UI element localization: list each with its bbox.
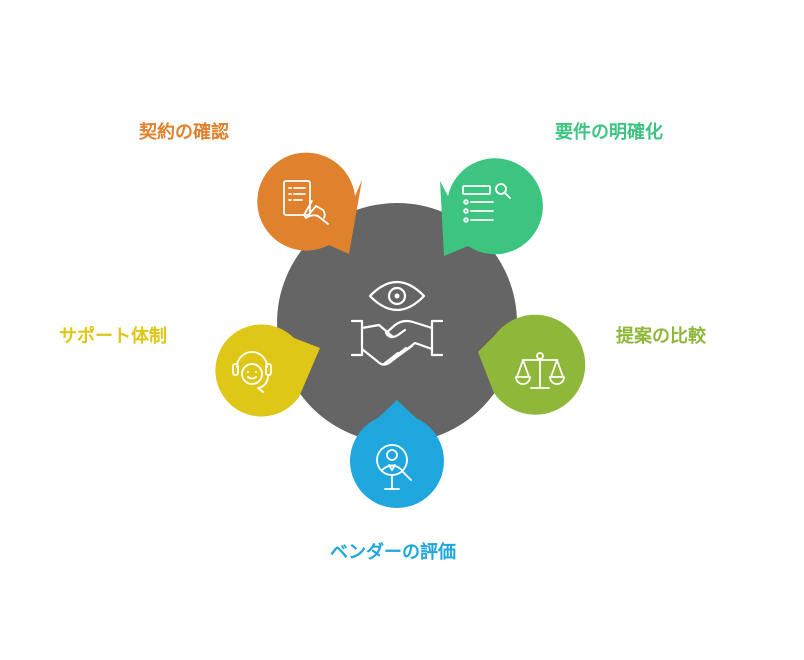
handshake-icon — [350, 319, 444, 366]
headset-support-icon — [232, 351, 272, 393]
balance-scale-icon — [515, 352, 565, 389]
vendor-label: ベンダーの評価 — [330, 542, 456, 563]
list-search-icon — [462, 183, 511, 223]
proposals-petal — [478, 314, 586, 415]
contract-signing-icon — [283, 180, 329, 225]
eye-icon — [368, 281, 426, 311]
requirements-label: 要件の明確化 — [555, 122, 663, 143]
person-search-icon — [376, 444, 412, 490]
support-petal — [215, 324, 320, 417]
requirements-petal — [440, 158, 543, 256]
support-label: サポート体制 — [59, 326, 167, 347]
proposals-label: 提案の比較 — [616, 326, 706, 347]
contract-label: 契約の確認 — [139, 122, 229, 143]
